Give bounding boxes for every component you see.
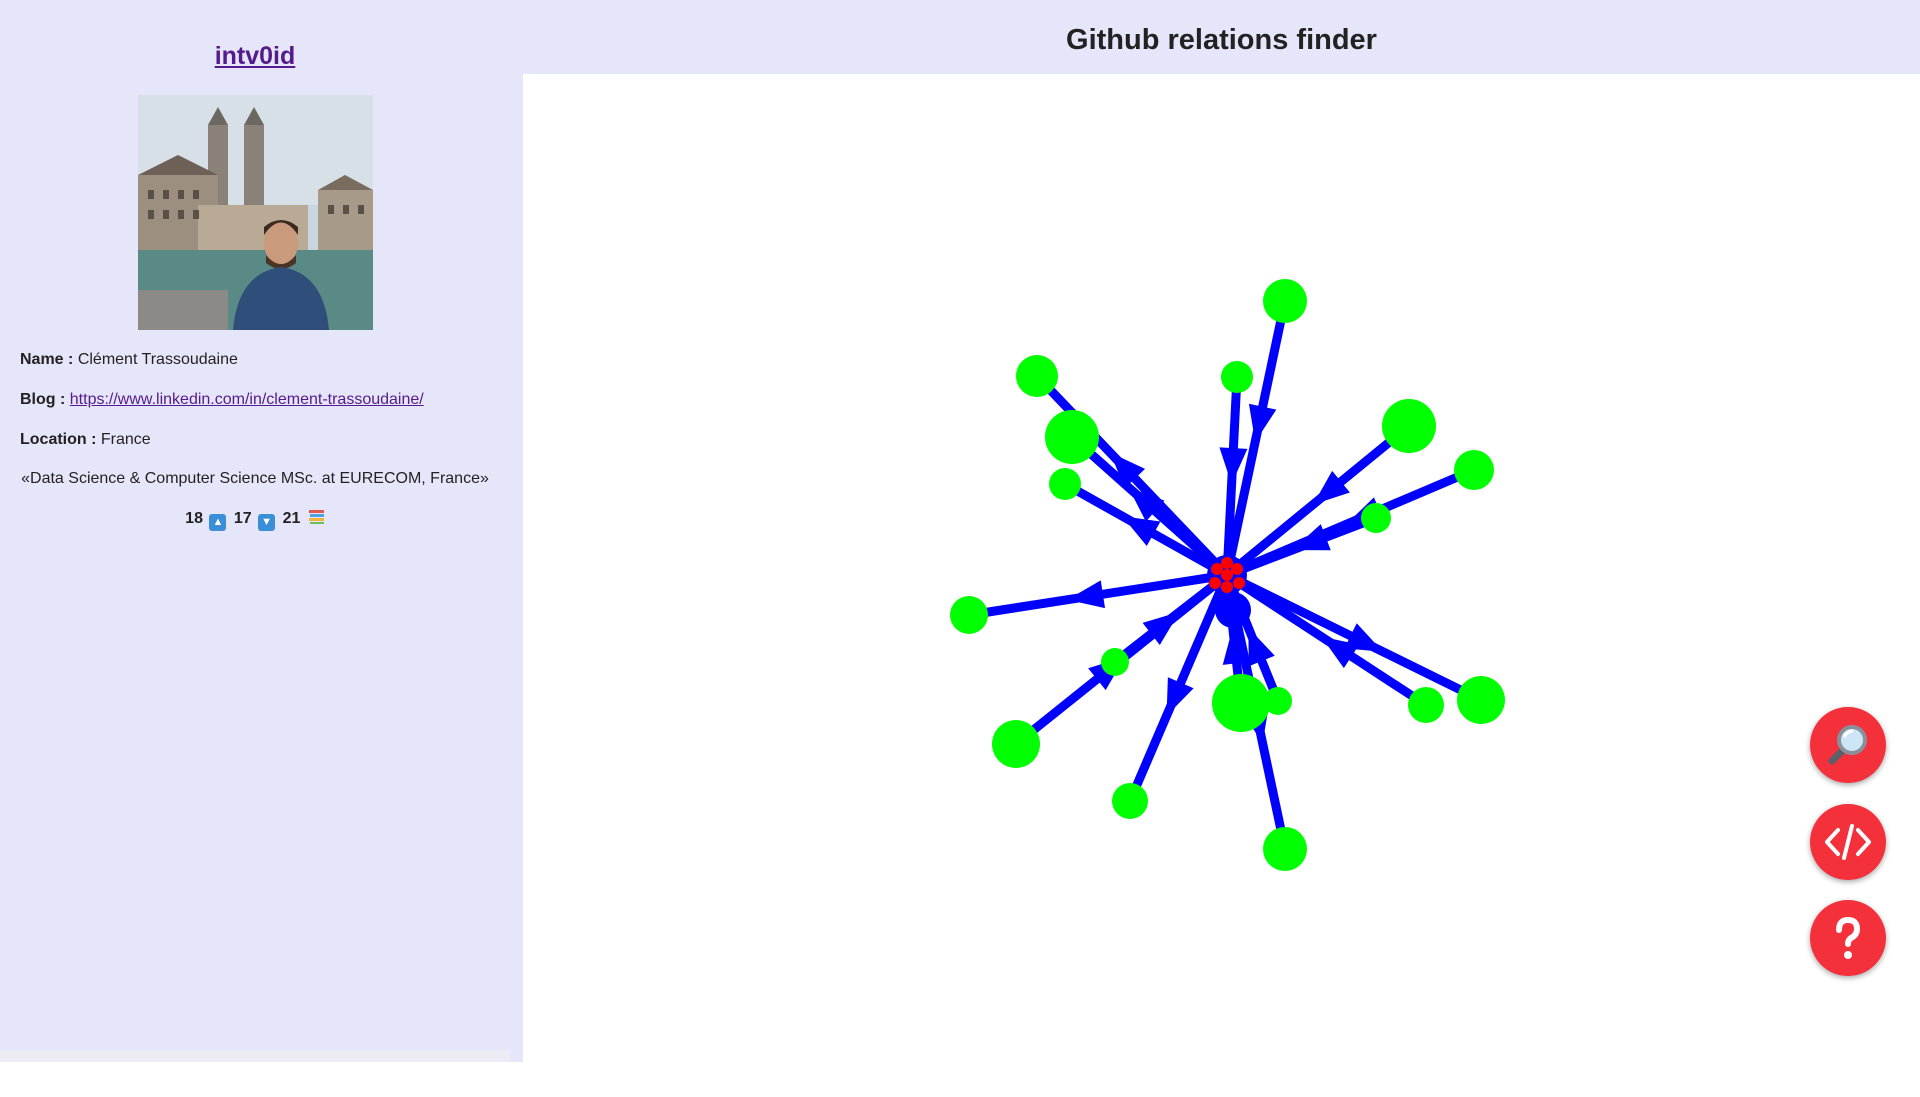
center-hub (1215, 592, 1251, 628)
repos-count: 21 (282, 510, 301, 527)
user-node[interactable] (1049, 468, 1081, 500)
edge-arrow (1219, 447, 1248, 485)
bio: «Data Science & Computer Science MSc. at… (21, 470, 489, 487)
source-code-button[interactable] (1810, 804, 1886, 880)
edge-arrow (1166, 677, 1194, 716)
blog-row: Blog : https://www.linkedin.com/in/cleme… (20, 391, 424, 409)
edge-arrow (1067, 580, 1106, 609)
profile-sidebar: intv0id (0, 0, 523, 1062)
blog-link[interactable]: https://www.linkedin.com/in/clement-tras… (69, 391, 424, 408)
edge-arrow (1110, 452, 1146, 489)
user-node[interactable] (1263, 279, 1307, 323)
avatar (138, 95, 373, 330)
center-node[interactable] (1231, 563, 1243, 575)
edge-arrow (1142, 611, 1180, 645)
up-arrow-icon: ▲ (209, 514, 227, 531)
page-header: Github relations finder (523, 0, 1920, 74)
username-link[interactable]: intv0id (214, 42, 296, 70)
code-icon (1825, 824, 1871, 860)
user-node[interactable] (1457, 676, 1505, 724)
location-label: Location : (20, 431, 97, 448)
edge-arrow (1222, 627, 1251, 665)
avatar-photo (138, 95, 373, 330)
user-node[interactable] (992, 720, 1040, 768)
edge-arrow (1313, 470, 1350, 505)
center-node[interactable] (1209, 577, 1221, 589)
user-node[interactable] (1408, 687, 1444, 723)
edge-arrow (1248, 403, 1277, 442)
user-node[interactable] (1016, 355, 1058, 397)
edge-arrow (1122, 516, 1161, 546)
center-node[interactable] (1211, 563, 1223, 575)
user-node[interactable] (1263, 827, 1307, 871)
user-node[interactable] (1112, 783, 1148, 819)
name-row: Name : Clément Trassoudaine (20, 351, 238, 369)
following-count: 17 (233, 510, 252, 527)
sidebar-scrollbar[interactable] (0, 1050, 510, 1062)
user-node[interactable] (1101, 648, 1129, 676)
user-node[interactable] (1454, 450, 1494, 490)
edge-arrow (1292, 524, 1331, 551)
edge-arrow (1128, 487, 1165, 522)
user-node[interactable] (1382, 399, 1436, 453)
down-arrow-icon: ▼ (258, 514, 276, 531)
page-title: Github relations finder (1066, 24, 1377, 56)
magnifying-glass-icon (1828, 725, 1867, 765)
user-node[interactable] (1045, 410, 1099, 464)
name-label: Name : (20, 351, 74, 368)
user-node[interactable] (1361, 503, 1391, 533)
followers-count: 18 (185, 510, 203, 527)
blog-label: Blog : (20, 391, 66, 408)
center-node[interactable] (1221, 557, 1233, 569)
center-node[interactable] (1221, 569, 1233, 581)
location-value: France (100, 431, 151, 448)
relations-graph[interactable] (523, 74, 1920, 1062)
user-node[interactable] (1221, 361, 1253, 393)
edge-arrow (1248, 627, 1275, 667)
search-button[interactable] (1810, 707, 1886, 783)
books-icon (308, 510, 324, 524)
stats-row: 18 ▲ 17 ▼ 21 (0, 508, 510, 531)
center-node[interactable] (1233, 577, 1245, 589)
user-node[interactable] (1264, 687, 1292, 715)
name-value: Clément Trassoudaine (77, 351, 238, 368)
user-node[interactable] (1212, 674, 1270, 732)
edge-arrow (1344, 623, 1383, 652)
help-button[interactable] (1810, 900, 1886, 976)
center-node[interactable] (1221, 581, 1233, 593)
question-mark-icon (1836, 916, 1861, 959)
location-row: Location : France (20, 431, 151, 449)
user-node[interactable] (950, 596, 988, 634)
